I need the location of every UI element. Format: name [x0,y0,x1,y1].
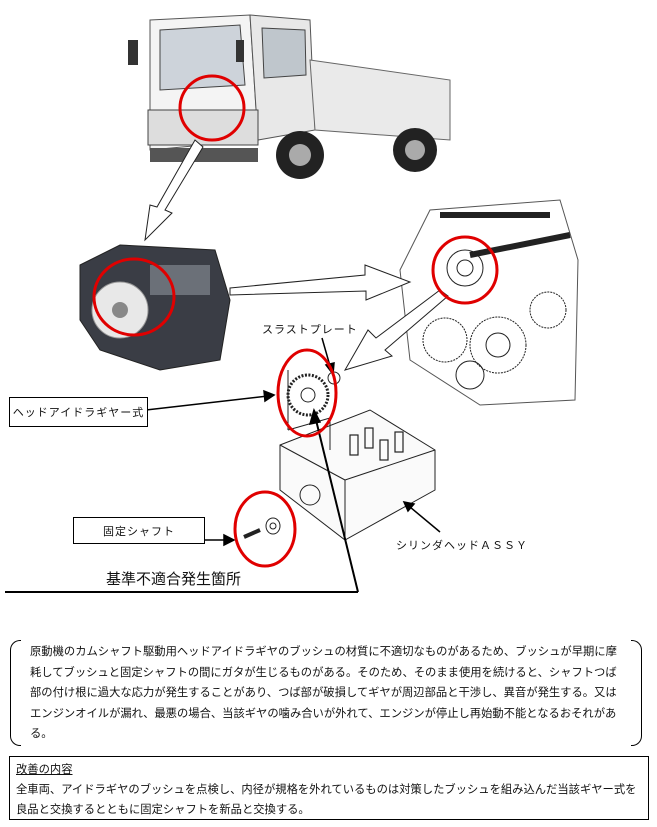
gear-train-drawing [399,199,579,406]
truck-image [128,14,451,179]
fixed-shaft-highlight [233,490,297,568]
engine-highlight [92,257,176,337]
idler-gear-highlight [276,348,338,438]
truck-highlight [178,74,246,142]
cylinder-head-drawing [243,370,436,541]
remedy-text: 全車両、アイドラギヤのブッシュを点検し、内径が規格を外れているものは対策したブッ… [16,783,637,816]
head-idler-gear-label: ヘッドアイドラギヤー式 [9,397,148,427]
fixed-shaft-label: 固定シャフト [73,517,205,544]
callout-arrows [144,139,449,371]
description-text: 原動機のカムシャフト駆動用ヘッドアイドラギヤのブッシュの材質に不適切なものがある… [30,645,617,740]
remedy-heading: 改善の内容 [16,763,73,776]
gear-train-highlight [431,235,499,305]
recall-diagram [5,14,579,593]
defect-description: 原動機のカムシャフト駆動用ヘッドアイドラギヤのブッシュの材質に不適切なものがある… [10,640,642,746]
left-bracket [10,640,21,746]
defect-location-label: 基準不適合発生箇所 [106,570,242,588]
thrust-plate-label: スラストプレート [262,323,358,336]
right-bracket [631,640,642,746]
cylinder-head-label: シリンダヘッドＡＳＳＹ [396,539,528,552]
highlight-circles [92,74,499,568]
remedy-box: 改善の内容 全車両、アイドラギヤのブッシュを点検し、内径が規格を外れているものは… [9,756,649,820]
